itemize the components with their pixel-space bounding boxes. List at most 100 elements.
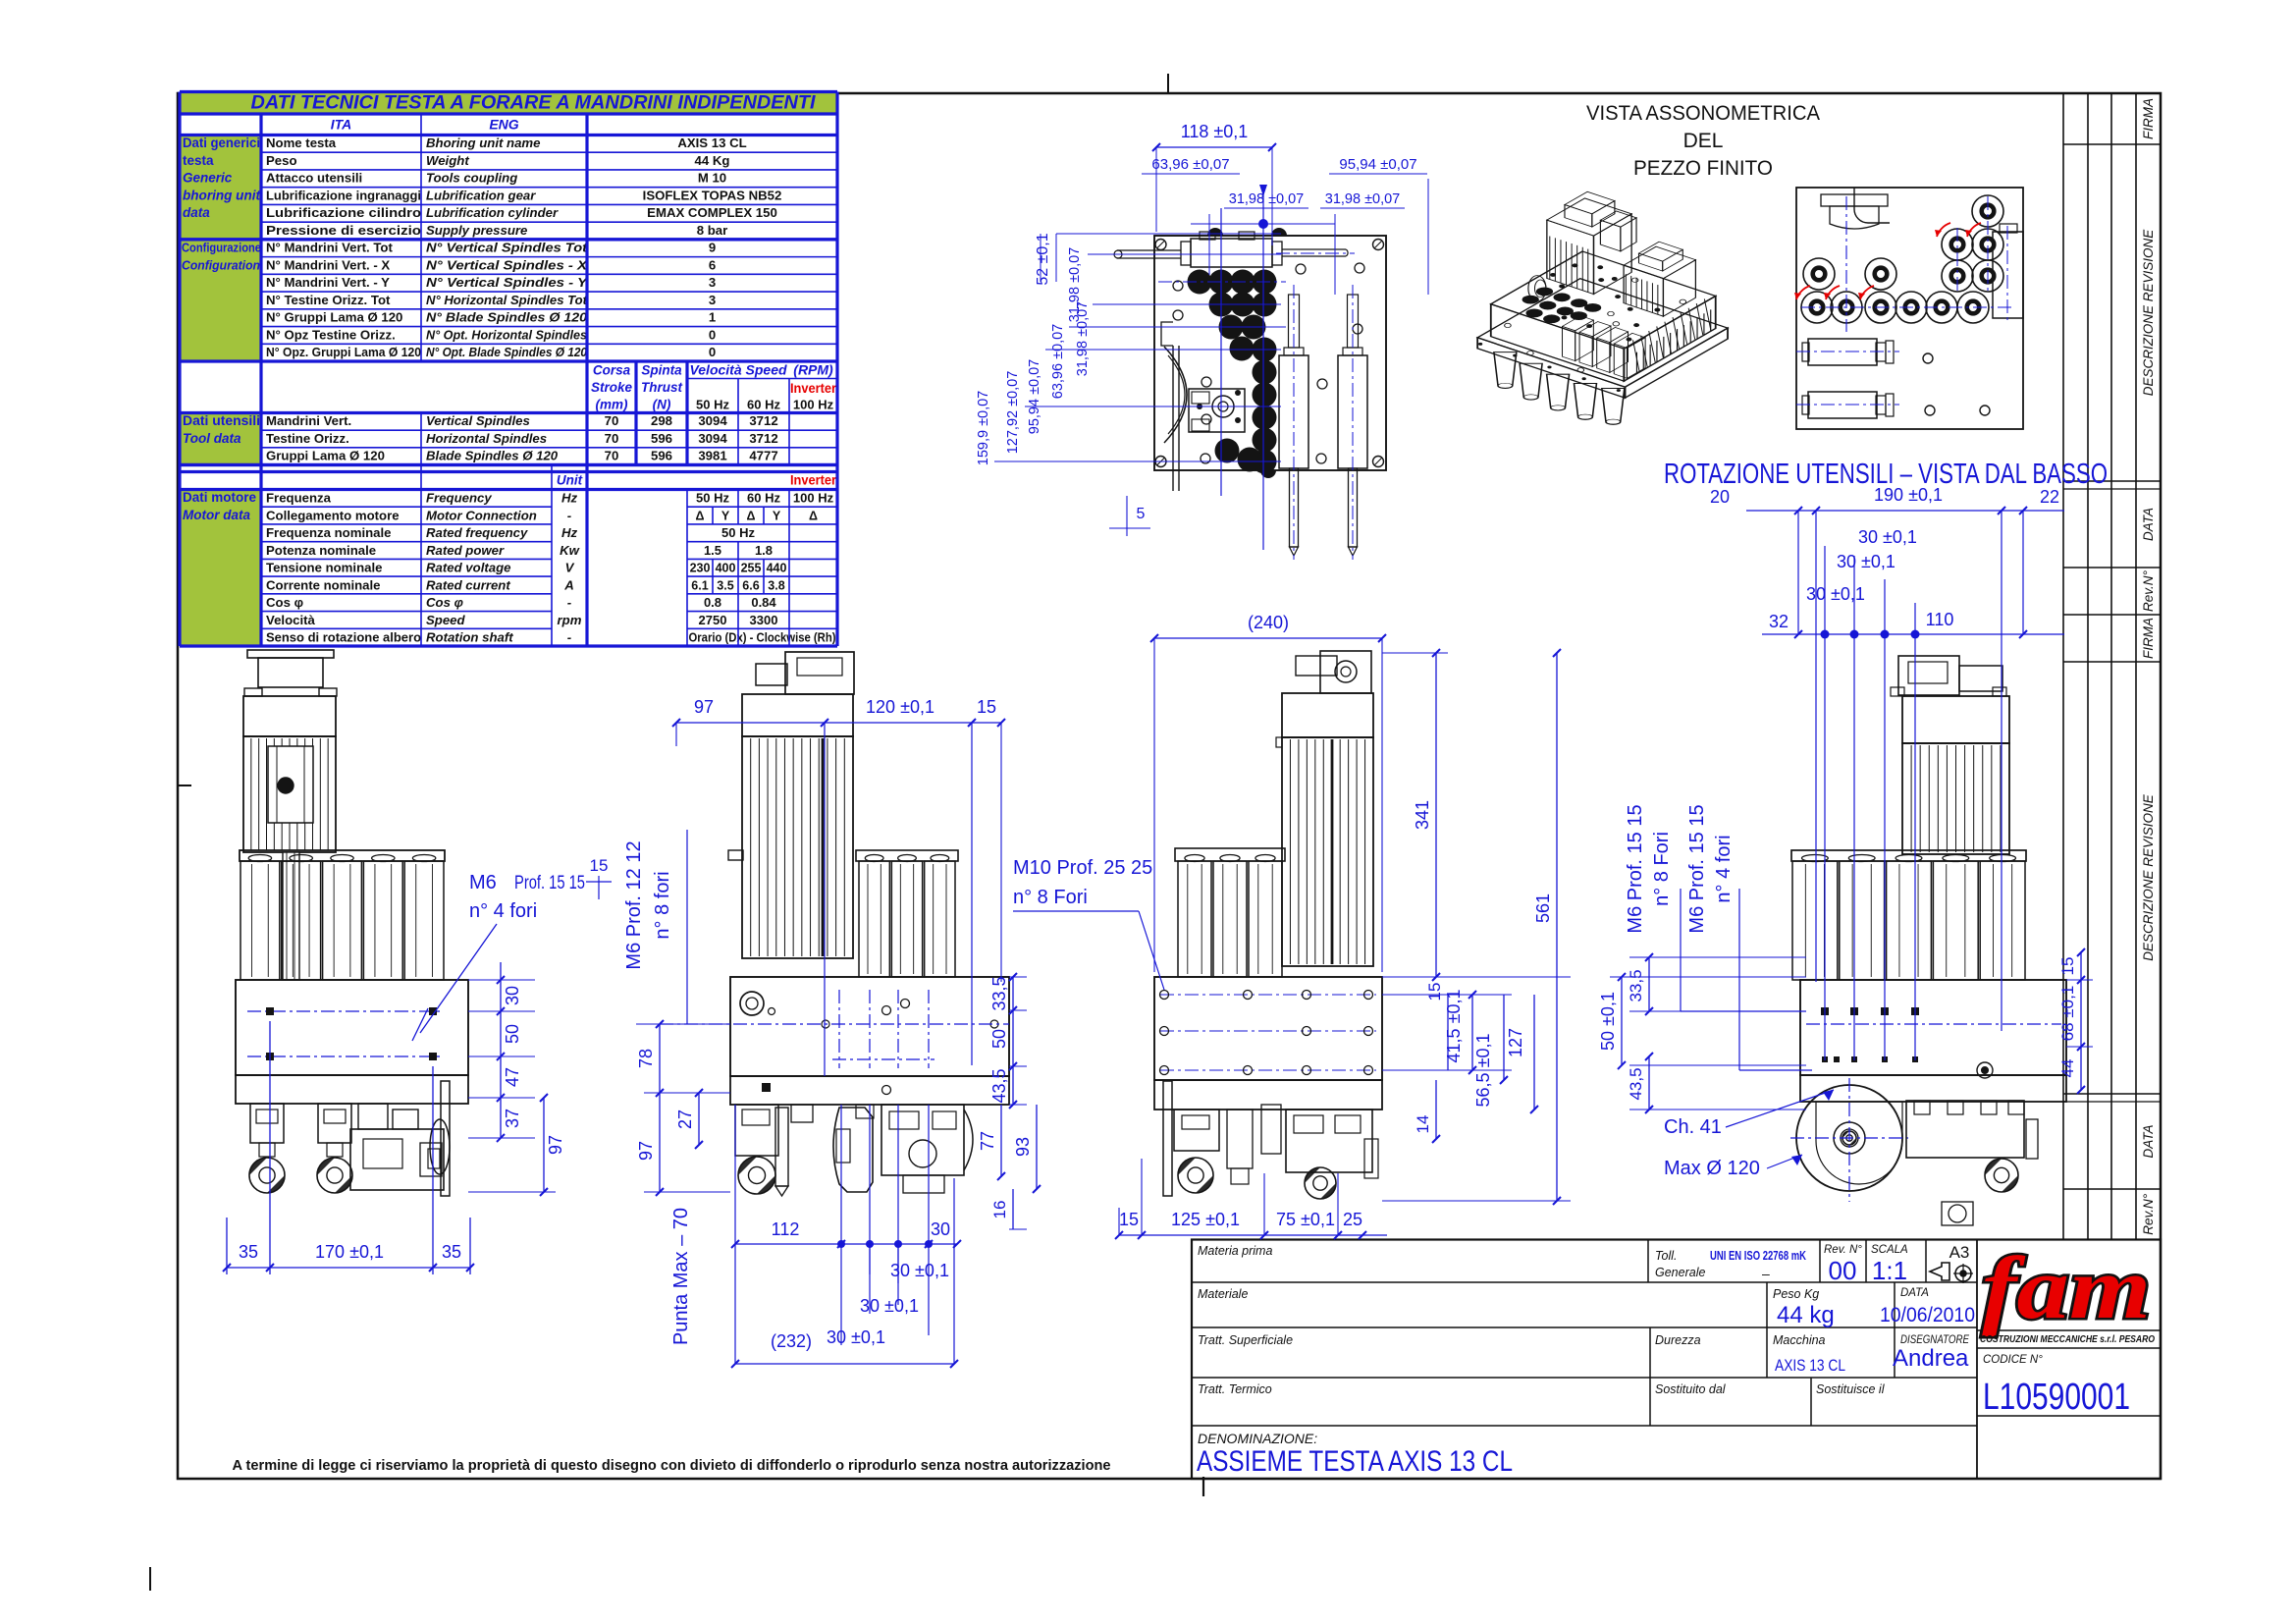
svg-text:L10590001: L10590001 bbox=[1983, 1377, 2130, 1418]
svg-text:31,98 ±0,07: 31,98 ±0,07 bbox=[1075, 301, 1091, 377]
svg-text:rpm: rpm bbox=[558, 613, 582, 627]
svg-text:Peso Kg: Peso Kg bbox=[1773, 1287, 1819, 1301]
svg-text:44: 44 bbox=[2058, 1059, 2077, 1078]
svg-text:N° Opt. Blade Spindles Ø 120: N° Opt. Blade Spindles Ø 120 bbox=[426, 345, 588, 359]
svg-text:Generic: Generic bbox=[183, 171, 233, 186]
svg-text:n° 8 fori: n° 8 fori bbox=[652, 871, 673, 939]
svg-text:35: 35 bbox=[442, 1242, 461, 1262]
svg-text:N° Opz. Gruppi Lama Ø 120: N° Opz. Gruppi Lama Ø 120 bbox=[266, 345, 421, 359]
svg-text:170 ±0,1: 170 ±0,1 bbox=[315, 1242, 384, 1262]
svg-text:6.1: 6.1 bbox=[691, 578, 708, 592]
svg-text:(240): (240) bbox=[1248, 613, 1289, 632]
svg-text:43,5: 43,5 bbox=[989, 1068, 1009, 1103]
svg-text:Sostituisce il: Sostituisce il bbox=[1816, 1382, 1886, 1396]
svg-text:5: 5 bbox=[1137, 506, 1146, 522]
svg-text:341: 341 bbox=[1413, 800, 1432, 830]
svg-text:DEL: DEL bbox=[1683, 130, 1724, 152]
svg-text:30: 30 bbox=[503, 986, 522, 1005]
svg-text:3094: 3094 bbox=[698, 413, 727, 428]
svg-text:22: 22 bbox=[2040, 487, 2059, 507]
svg-text:43,5: 43,5 bbox=[1627, 1067, 1645, 1100]
svg-text:Velocità Speed: Velocità Speed bbox=[689, 362, 787, 378]
svg-text:Tool data: Tool data bbox=[183, 431, 241, 446]
svg-text:ENG: ENG bbox=[489, 117, 518, 133]
svg-text:100 Hz: 100 Hz bbox=[793, 398, 834, 412]
svg-text:M6: M6 bbox=[469, 872, 497, 893]
svg-text:DESCRIZIONE REVISIONE: DESCRIZIONE REVISIONE bbox=[2141, 229, 2156, 397]
svg-text:Thrust: Thrust bbox=[641, 380, 683, 395]
svg-text:32: 32 bbox=[1769, 612, 1789, 631]
svg-text:596: 596 bbox=[651, 449, 672, 463]
svg-text:M10 Prof. 25 25: M10 Prof. 25 25 bbox=[1013, 857, 1152, 879]
svg-text:M6 Prof. 12 12: M6 Prof. 12 12 bbox=[623, 840, 645, 969]
svg-text:44 Kg: 44 Kg bbox=[695, 153, 730, 168]
svg-text:95,94 ±0,07: 95,94 ±0,07 bbox=[1339, 156, 1416, 173]
svg-text:1:1: 1:1 bbox=[1872, 1256, 1907, 1285]
svg-text:Frequenza nominale: Frequenza nominale bbox=[266, 525, 392, 540]
svg-text:Dati motore: Dati motore bbox=[183, 490, 257, 505]
svg-text:00: 00 bbox=[1829, 1256, 1857, 1285]
svg-text:n° 4 fori: n° 4 fori bbox=[469, 900, 537, 922]
svg-text:Δ: Δ bbox=[809, 509, 818, 522]
svg-text:Rotation shaft: Rotation shaft bbox=[426, 630, 513, 645]
svg-text:(mm): (mm) bbox=[596, 398, 629, 412]
svg-text:70: 70 bbox=[605, 449, 619, 463]
svg-text:Gruppi Lama Ø 120: Gruppi Lama Ø 120 bbox=[266, 449, 385, 463]
svg-text:68 ±0,1: 68 ±0,1 bbox=[2058, 986, 2077, 1042]
svg-text:75 ±0,1: 75 ±0,1 bbox=[1276, 1210, 1335, 1229]
svg-text:596: 596 bbox=[651, 431, 672, 446]
svg-text:60 Hz: 60 Hz bbox=[747, 398, 780, 412]
svg-text:UNI EN ISO 22768 mK: UNI EN ISO 22768 mK bbox=[1710, 1248, 1806, 1263]
svg-text:N° Gruppi Lama Ø 120: N° Gruppi Lama Ø 120 bbox=[266, 310, 402, 325]
svg-text:30 ±0,1: 30 ±0,1 bbox=[1858, 527, 1917, 547]
svg-text:159,9 ±0,07: 159,9 ±0,07 bbox=[976, 391, 991, 466]
svg-text:1.5: 1.5 bbox=[704, 543, 721, 558]
svg-text:Blade Spindles Ø 120: Blade Spindles Ø 120 bbox=[426, 449, 559, 463]
svg-text:78: 78 bbox=[636, 1049, 656, 1068]
svg-text:60 Hz: 60 Hz bbox=[747, 491, 780, 506]
svg-text:–: – bbox=[1762, 1266, 1770, 1281]
svg-text:N° Vertical Spindles Tot: N° Vertical Spindles Tot bbox=[426, 241, 588, 255]
svg-text:15: 15 bbox=[977, 697, 996, 717]
svg-text:A: A bbox=[563, 577, 574, 592]
svg-text:(232): (232) bbox=[771, 1331, 812, 1351]
svg-text:63,96 ±0,07: 63,96 ±0,07 bbox=[1050, 324, 1066, 400]
svg-text:Corrente nominale: Corrente nominale bbox=[266, 577, 381, 592]
svg-text:A3: A3 bbox=[1949, 1243, 1970, 1262]
svg-text:DATA: DATA bbox=[2141, 508, 2156, 541]
svg-text:Stroke: Stroke bbox=[591, 380, 633, 395]
svg-text:Dati utensili: Dati utensili bbox=[183, 413, 260, 428]
svg-text:Lubrificazione ingranaggi: Lubrificazione ingranaggi bbox=[266, 188, 421, 202]
svg-text:Dati generici: Dati generici bbox=[183, 135, 260, 150]
svg-text:3981: 3981 bbox=[698, 449, 726, 463]
svg-text:Vertical Spindles: Vertical Spindles bbox=[426, 413, 530, 428]
svg-text:70: 70 bbox=[605, 413, 619, 428]
svg-text:AXIS 13 CL: AXIS 13 CL bbox=[1775, 1356, 1845, 1375]
svg-text:97: 97 bbox=[636, 1141, 656, 1161]
svg-text:47: 47 bbox=[503, 1067, 522, 1087]
svg-text:-: - bbox=[567, 508, 572, 522]
svg-text:440: 440 bbox=[767, 562, 787, 575]
svg-text:Configurazione: Configurazione bbox=[182, 241, 261, 255]
svg-text:8 bar: 8 bar bbox=[697, 223, 728, 238]
svg-text:Inverter: Inverter bbox=[790, 381, 837, 396]
svg-text:95,94 ±0,07: 95,94 ±0,07 bbox=[1027, 359, 1042, 435]
svg-text:M6 Prof. 15 15: M6 Prof. 15 15 bbox=[1625, 804, 1646, 933]
svg-text:100 Hz: 100 Hz bbox=[793, 491, 834, 506]
svg-text:FIRMA: FIRMA bbox=[2141, 98, 2156, 139]
svg-text:N° Mandrini Vert. - X: N° Mandrini Vert. - X bbox=[266, 257, 390, 272]
svg-text:AXIS 13 CL: AXIS 13 CL bbox=[677, 135, 746, 150]
svg-text:Materia prima: Materia prima bbox=[1198, 1244, 1272, 1258]
svg-text:120 ±0,1: 120 ±0,1 bbox=[866, 697, 934, 717]
svg-text:M6 Prof. 15 15: M6 Prof. 15 15 bbox=[1686, 804, 1708, 933]
svg-text:Supply pressure: Supply pressure bbox=[426, 223, 527, 238]
svg-text:0: 0 bbox=[709, 327, 716, 342]
svg-text:3300: 3300 bbox=[750, 613, 778, 627]
svg-text:-: - bbox=[567, 630, 572, 645]
svg-text:2750: 2750 bbox=[699, 613, 727, 627]
svg-text:33,5: 33,5 bbox=[1627, 969, 1645, 1001]
svg-text:Tools coupling: Tools coupling bbox=[426, 171, 517, 186]
svg-text:DATA: DATA bbox=[1900, 1287, 1929, 1299]
svg-text:Orario (Dx) - Clockwise (Rh): Orario (Dx) - Clockwise (Rh) bbox=[689, 630, 836, 645]
svg-text:31,98 ±0,07: 31,98 ±0,07 bbox=[1229, 191, 1305, 207]
